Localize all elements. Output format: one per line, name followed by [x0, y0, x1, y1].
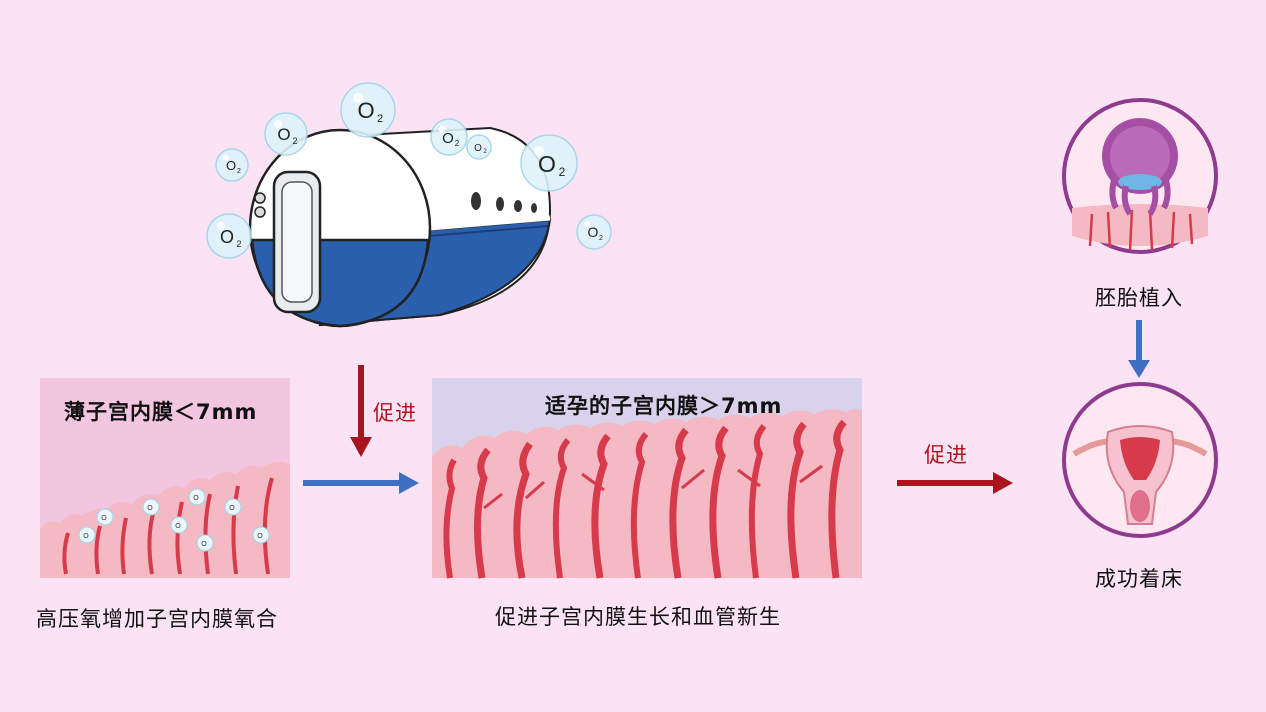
oxygen-subscript: 2	[292, 136, 297, 146]
dot-shape: O	[142, 498, 160, 516]
dot-shape: O	[252, 526, 270, 544]
oxygen-symbol: O	[229, 505, 235, 512]
arrow-right-shape	[897, 472, 1013, 494]
oxygen-symbol: O	[257, 533, 263, 540]
arrow-down-shape	[1128, 320, 1150, 378]
oxygen-symbol: O	[277, 125, 290, 144]
good-endometrium-panel	[432, 378, 862, 579]
oxygen-subscript: 2	[455, 139, 460, 148]
arrow-down-red	[350, 365, 372, 457]
oxygen-dot: O	[78, 526, 96, 544]
hyperbaric-chamber	[190, 80, 620, 340]
uterus-illustration	[1062, 382, 1218, 538]
arrow-down-blue	[1128, 320, 1150, 378]
oxygen-symbol: O	[226, 158, 236, 173]
dot-shape: O	[188, 488, 206, 506]
dot-shape: O	[96, 508, 114, 526]
thin-endometrium-panel	[40, 378, 290, 578]
oxygen-bubble: O 2	[430, 118, 468, 156]
oxygen-dot: O	[170, 516, 188, 534]
oxygen-symbol: O	[442, 130, 454, 147]
oxygen-dot: O	[188, 488, 206, 506]
arrow-down-shape	[350, 365, 372, 457]
oxygen-bubble: O 2	[215, 148, 249, 182]
oxygen-symbol: O	[83, 533, 89, 540]
oxygen-dot: O	[252, 526, 270, 544]
dot-shape: O	[170, 516, 188, 534]
thin-endometrium-title: 薄子宫内膜＜7mm	[64, 400, 258, 424]
dot-shape: O	[196, 534, 214, 552]
embryo-implantation-circle	[1060, 96, 1220, 256]
promote-label-right: 促进	[924, 443, 968, 467]
oxygen-symbol: O	[201, 541, 207, 548]
oxygen-subscript: 2	[236, 239, 241, 249]
bubble-shape: O 2	[466, 134, 492, 160]
embryo-illustration	[1062, 98, 1218, 254]
oxygen-bubble: O 2	[340, 82, 396, 138]
bubble-shape: O 2	[215, 148, 249, 182]
oxygen-symbol: O	[220, 227, 234, 247]
thin-endometrium-caption: 高压氧增加子宫内膜氧合	[36, 607, 278, 631]
bubble-shape: O 2	[520, 134, 578, 192]
bubble-shape: O 2	[576, 214, 612, 250]
oxygen-symbol: O	[357, 98, 374, 123]
oxygen-dot: O	[96, 508, 114, 526]
bubble-shape: O 2	[340, 82, 396, 138]
bubble-shape: O 2	[430, 118, 468, 156]
oxygen-dot: O	[224, 498, 242, 516]
oxygen-symbol: O	[193, 495, 199, 502]
arrow-right-shape	[303, 472, 419, 494]
good-endometrium-title: 适孕的子宫内膜＞7mm	[545, 394, 783, 418]
oxygen-subscript: 2	[483, 149, 487, 155]
oxygen-subscript: 2	[599, 235, 603, 242]
successful-implantation-label: 成功着床	[1095, 567, 1183, 591]
oxygen-subscript: 2	[559, 165, 566, 179]
good-endometrium-caption: 促进子宫内膜生长和血管新生	[495, 605, 781, 629]
dot-shape: O	[78, 526, 96, 544]
arrow-right-blue	[303, 472, 419, 494]
oxygen-symbol: O	[175, 523, 181, 530]
oxygen-subscript: 2	[237, 168, 241, 175]
oxygen-dot: O	[142, 498, 160, 516]
oxygen-bubble: O 2	[206, 213, 252, 259]
oxygen-symbol: O	[588, 224, 599, 240]
bubble-shape: O 2	[264, 112, 308, 156]
oxygen-bubble: O 2	[466, 134, 492, 160]
dot-shape: O	[224, 498, 242, 516]
oxygen-dot: O	[196, 534, 214, 552]
oxygen-symbol: O	[101, 515, 107, 522]
arrow-right-red	[897, 472, 1013, 494]
embryo-implantation-label: 胚胎植入	[1095, 286, 1183, 310]
promote-label-down: 促进	[373, 401, 417, 425]
oxygen-subscript: 2	[377, 113, 383, 125]
successful-implantation-circle	[1060, 380, 1220, 540]
bubble-shape: O 2	[206, 213, 252, 259]
thin-endometrium-tissue	[40, 461, 290, 578]
oxygen-bubble: O 2	[264, 112, 308, 156]
good-endometrium-tissue	[432, 409, 862, 579]
oxygen-symbol: O	[474, 143, 482, 154]
oxygen-bubble: O 2	[520, 134, 578, 192]
oxygen-symbol: O	[538, 151, 556, 177]
oxygen-symbol: O	[147, 505, 153, 512]
oxygen-bubble: O 2	[576, 214, 612, 250]
chamber-illustration	[248, 126, 552, 328]
